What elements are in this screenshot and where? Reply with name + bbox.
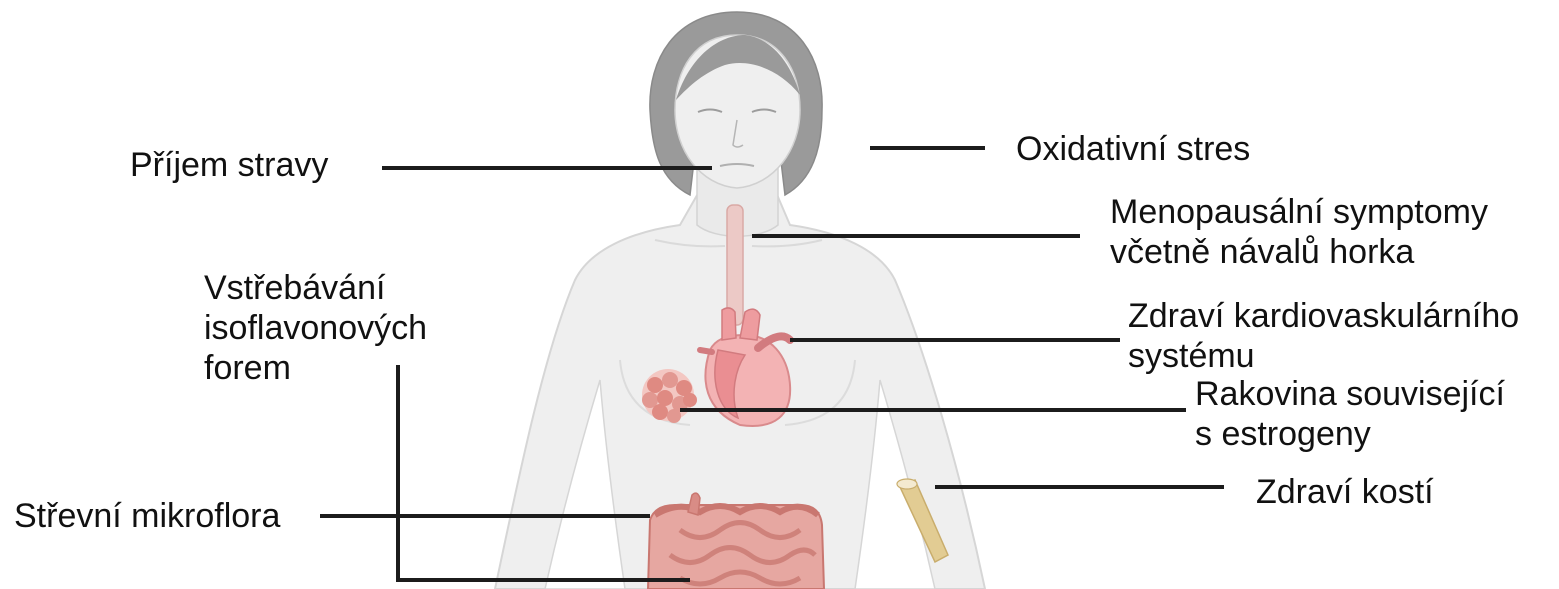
label-cardio: Zdraví kardiovaskulárního systému	[1128, 296, 1519, 376]
esophagus	[727, 205, 743, 325]
label-oxidative-stress: Oxidativní stres	[1016, 129, 1250, 169]
label-cardio-line2: systému	[1128, 336, 1519, 376]
label-menopausal-line2: včetně návalů horka	[1110, 232, 1488, 272]
label-cardio-line1: Zdraví kardiovaskulárního	[1128, 296, 1519, 336]
label-absorption: Vstřebávání isoflavonových forem	[204, 268, 427, 388]
label-menopausal-line1: Menopausální symptomy	[1110, 192, 1488, 232]
label-menopausal: Menopausální symptomy včetně návalů hork…	[1110, 192, 1488, 272]
label-absorption-line2: isoflavonových	[204, 308, 427, 348]
intestines	[648, 493, 824, 589]
label-dietary-intake-text: Příjem stravy	[130, 145, 328, 185]
label-cancer: Rakovina související s estrogeny	[1195, 374, 1505, 454]
label-microbiota: Střevní mikroflora	[14, 496, 280, 536]
label-bone: Zdraví kostí	[1256, 472, 1434, 512]
label-absorption-line3: forem	[204, 348, 427, 388]
label-dietary-intake: Příjem stravy	[130, 145, 328, 185]
label-absorption-line1: Vstřebávání	[204, 268, 427, 308]
label-cancer-line1: Rakovina související	[1195, 374, 1505, 414]
label-microbiota-text: Střevní mikroflora	[14, 496, 280, 536]
label-bone-text: Zdraví kostí	[1256, 472, 1434, 512]
label-oxidative-stress-text: Oxidativní stres	[1016, 129, 1250, 169]
label-cancer-line2: s estrogeny	[1195, 414, 1505, 454]
